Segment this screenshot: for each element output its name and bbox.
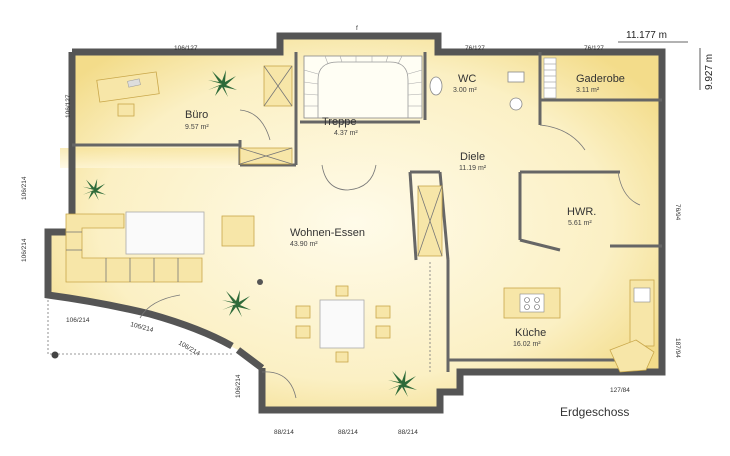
dim-right-hwr: 76/94 [674,204,681,221]
wc-fixtures [429,71,525,111]
dim-bottom-kueche: 127/84 [610,387,630,394]
overall-depth-dimension: 9.927 m [699,48,715,90]
room-area-gaderobe: 3.11 m² [576,87,600,94]
room-area-wc: 3.00 m² [453,87,477,94]
dim-top-gaderobe: 76/127 [584,45,604,52]
dim-left-upper: 106/214 [21,176,28,200]
room-area-hwr: 5.61 m² [568,220,592,227]
dim-bay-1: 106/214 [66,317,90,324]
living-furniture [65,211,263,285]
dim-left-buero: 106/127 [65,94,72,118]
room-name-buero: Büro [185,109,208,121]
staircase [303,55,423,119]
dim-bay-2: 106/214 [129,321,154,334]
room-name-wc: WC [458,73,476,85]
room-name-kueche: Küche [515,327,546,339]
plant-icon [222,290,251,317]
room-area-treppe: 4.37 m² [334,130,358,137]
svg-text:11.177 m: 11.177 m [626,30,667,41]
room-name-gaderobe: Gaderobe [576,73,625,85]
dim-right-kueche: 187/94 [674,338,681,358]
room-name-wohnen: Wohnen-Essen [290,227,365,239]
room-area-wohnen: 43.90 m² [290,241,318,248]
room-name-diele: Diele [460,151,485,163]
svg-text:9.927 m: 9.927 m [704,54,715,90]
kitchen-furniture [503,279,655,373]
office-furniture [96,71,160,117]
dim-bottom-2: 88/214 [338,429,358,436]
room-area-kueche: 16.02 m² [513,341,541,348]
dim-top-wc: 76/127 [465,45,485,52]
overall-width-dimension: 11.177 m [618,30,688,43]
plant-icon [388,370,417,397]
dim-bottom-left: 106/214 [235,374,242,398]
interior-walls [72,52,662,372]
dim-bay-3: 106/214 [177,340,201,358]
dim-top-buero: 106/127 [174,45,198,52]
dim-bottom-1: 88/214 [274,429,294,436]
dining-set [295,285,391,363]
outer-wall [44,32,666,414]
floor-title: Erdgeschoss [560,405,629,419]
plant-icon [82,178,106,201]
room-name-hwr: HWR. [567,206,596,218]
plant-icon [208,70,237,97]
terrace-outline [47,300,232,355]
built-in-cabinets [239,57,557,257]
room-name-treppe: Treppe [322,116,356,128]
dim-bottom-3: 88/214 [398,429,418,436]
doors [139,109,641,399]
room-area-diele: 11.19 m² [459,165,487,172]
room-area-buero: 9.57 m² [185,124,209,131]
dim-top-marker: f [356,25,358,32]
dim-left-lower: 106/214 [21,238,28,262]
